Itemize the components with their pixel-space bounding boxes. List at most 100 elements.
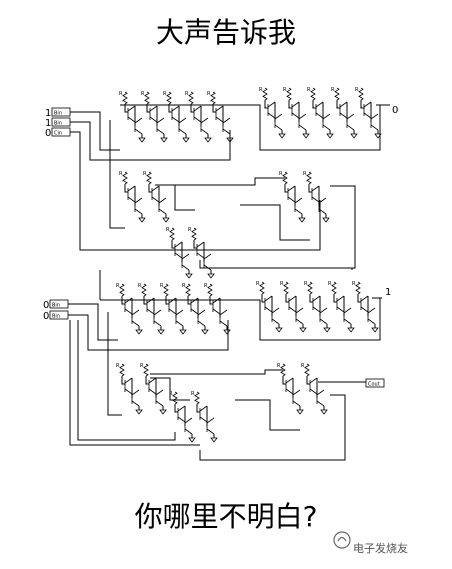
transistor-emitter: [134, 128, 143, 135]
ground-symbol: [162, 217, 170, 223]
resistor: [358, 87, 364, 101]
transistor-collector: [212, 297, 221, 304]
resistor-label: R: [301, 363, 305, 369]
transistor-emitter: [203, 264, 212, 271]
ground-symbol: [226, 137, 234, 143]
svg-text:Bin: Bin: [54, 111, 62, 117]
transistor-collector: [271, 307, 280, 314]
transistor-collector: [322, 113, 331, 120]
ground-symbol: [188, 437, 196, 443]
resistor: [172, 391, 178, 405]
bottom-title: 你哪里不明白?: [134, 500, 318, 533]
ground-symbol: [182, 137, 190, 143]
transistor-emitter: [287, 196, 296, 203]
transistor-emitter: [271, 318, 280, 325]
transistor-emitter: [222, 128, 231, 135]
ground-symbol: [138, 137, 146, 143]
transistor-collector: [131, 309, 140, 316]
ground-symbol: [275, 327, 283, 333]
transistor-collector: [285, 377, 294, 384]
resistor-label: R: [283, 87, 287, 93]
transistor-collector: [146, 297, 155, 304]
ground-symbol: [326, 133, 334, 139]
resistor: [194, 391, 200, 405]
svg-text:Cout: Cout: [368, 382, 380, 388]
transistor-collector: [178, 117, 187, 124]
transistor-collector: [336, 295, 345, 302]
transistor-emitter: [370, 124, 379, 131]
svg-text:0: 0: [43, 311, 49, 322]
transistor-emitter: [171, 116, 180, 123]
transistor-emitter: [199, 416, 208, 423]
transistor-collector: [264, 295, 273, 302]
transistor-emitter: [212, 308, 221, 315]
input-tag-top-3: 0 Cin: [45, 127, 71, 139]
transistor-collector: [315, 101, 324, 108]
resistor: [119, 363, 125, 377]
ground-symbol: [374, 133, 382, 139]
transistor-emitter: [146, 308, 155, 315]
transistor-collector: [370, 113, 379, 120]
ground-symbol: [296, 409, 304, 415]
resistor-label: R: [141, 91, 145, 97]
ground-symbol: [135, 409, 143, 415]
transistor-collector: [193, 105, 202, 112]
transistor-emitter: [124, 308, 133, 315]
transistor-emitter: [127, 116, 136, 123]
svg-text:1: 1: [45, 118, 51, 129]
svg-text:Bin: Bin: [54, 121, 62, 127]
resistor: [169, 227, 175, 241]
resistor-label: R: [169, 391, 173, 397]
transistor-collector: [175, 309, 184, 316]
transistor-collector: [363, 101, 372, 108]
resistor-label: R: [116, 283, 120, 289]
ground-symbol: [135, 329, 143, 335]
resistor-label: R: [188, 227, 192, 233]
transistor-collector: [346, 113, 355, 120]
resistor-label: R: [331, 87, 335, 93]
transistor-emitter: [288, 306, 297, 313]
transistor-collector: [131, 389, 140, 396]
transistor-emitter: [294, 208, 303, 215]
input-tag-bottom-1: 0 Bin: [43, 299, 69, 311]
transistor-emitter: [309, 388, 318, 395]
transistor-emitter: [315, 112, 324, 119]
transistor-emitter: [285, 388, 294, 395]
transistor-collector: [158, 197, 167, 204]
resistor-label: R: [204, 283, 208, 289]
transistor-emitter: [156, 128, 165, 135]
transistor-collector: [316, 389, 325, 396]
transistor-emitter: [298, 124, 307, 131]
resistor: [144, 91, 150, 105]
resistor: [119, 283, 125, 297]
transistor-emitter: [339, 112, 348, 119]
resistor-label: R: [116, 363, 120, 369]
transistor-emitter: [295, 318, 304, 325]
transistor-emitter: [215, 116, 224, 123]
transistor-collector: [151, 185, 160, 192]
transistor-collector: [274, 113, 283, 120]
transistor-emitter: [181, 264, 190, 271]
transistor-collector: [292, 389, 301, 396]
transistor-emitter: [127, 196, 136, 203]
transistor-collector: [287, 185, 296, 192]
transistor-collector: [199, 405, 208, 412]
transistor-collector: [168, 297, 177, 304]
resistor: [334, 87, 340, 101]
transistor-emitter: [134, 208, 143, 215]
transistor-emitter: [346, 124, 355, 131]
watermark-text: 电子发烧友: [353, 542, 408, 555]
transistor-collector: [203, 253, 212, 260]
transistor-emitter: [168, 308, 177, 315]
transistor-emitter: [206, 428, 215, 435]
ground-symbol: [204, 137, 212, 143]
resistor-label: R: [140, 363, 144, 369]
transistor-collector: [309, 377, 318, 384]
transistor-collector: [153, 309, 162, 316]
resistor-label: R: [119, 91, 123, 97]
transistor-emitter: [197, 320, 206, 327]
ground-symbol: [278, 133, 286, 139]
transistor-collector: [174, 241, 183, 248]
transistor-collector: [267, 101, 276, 108]
transistor-collector: [127, 105, 136, 112]
